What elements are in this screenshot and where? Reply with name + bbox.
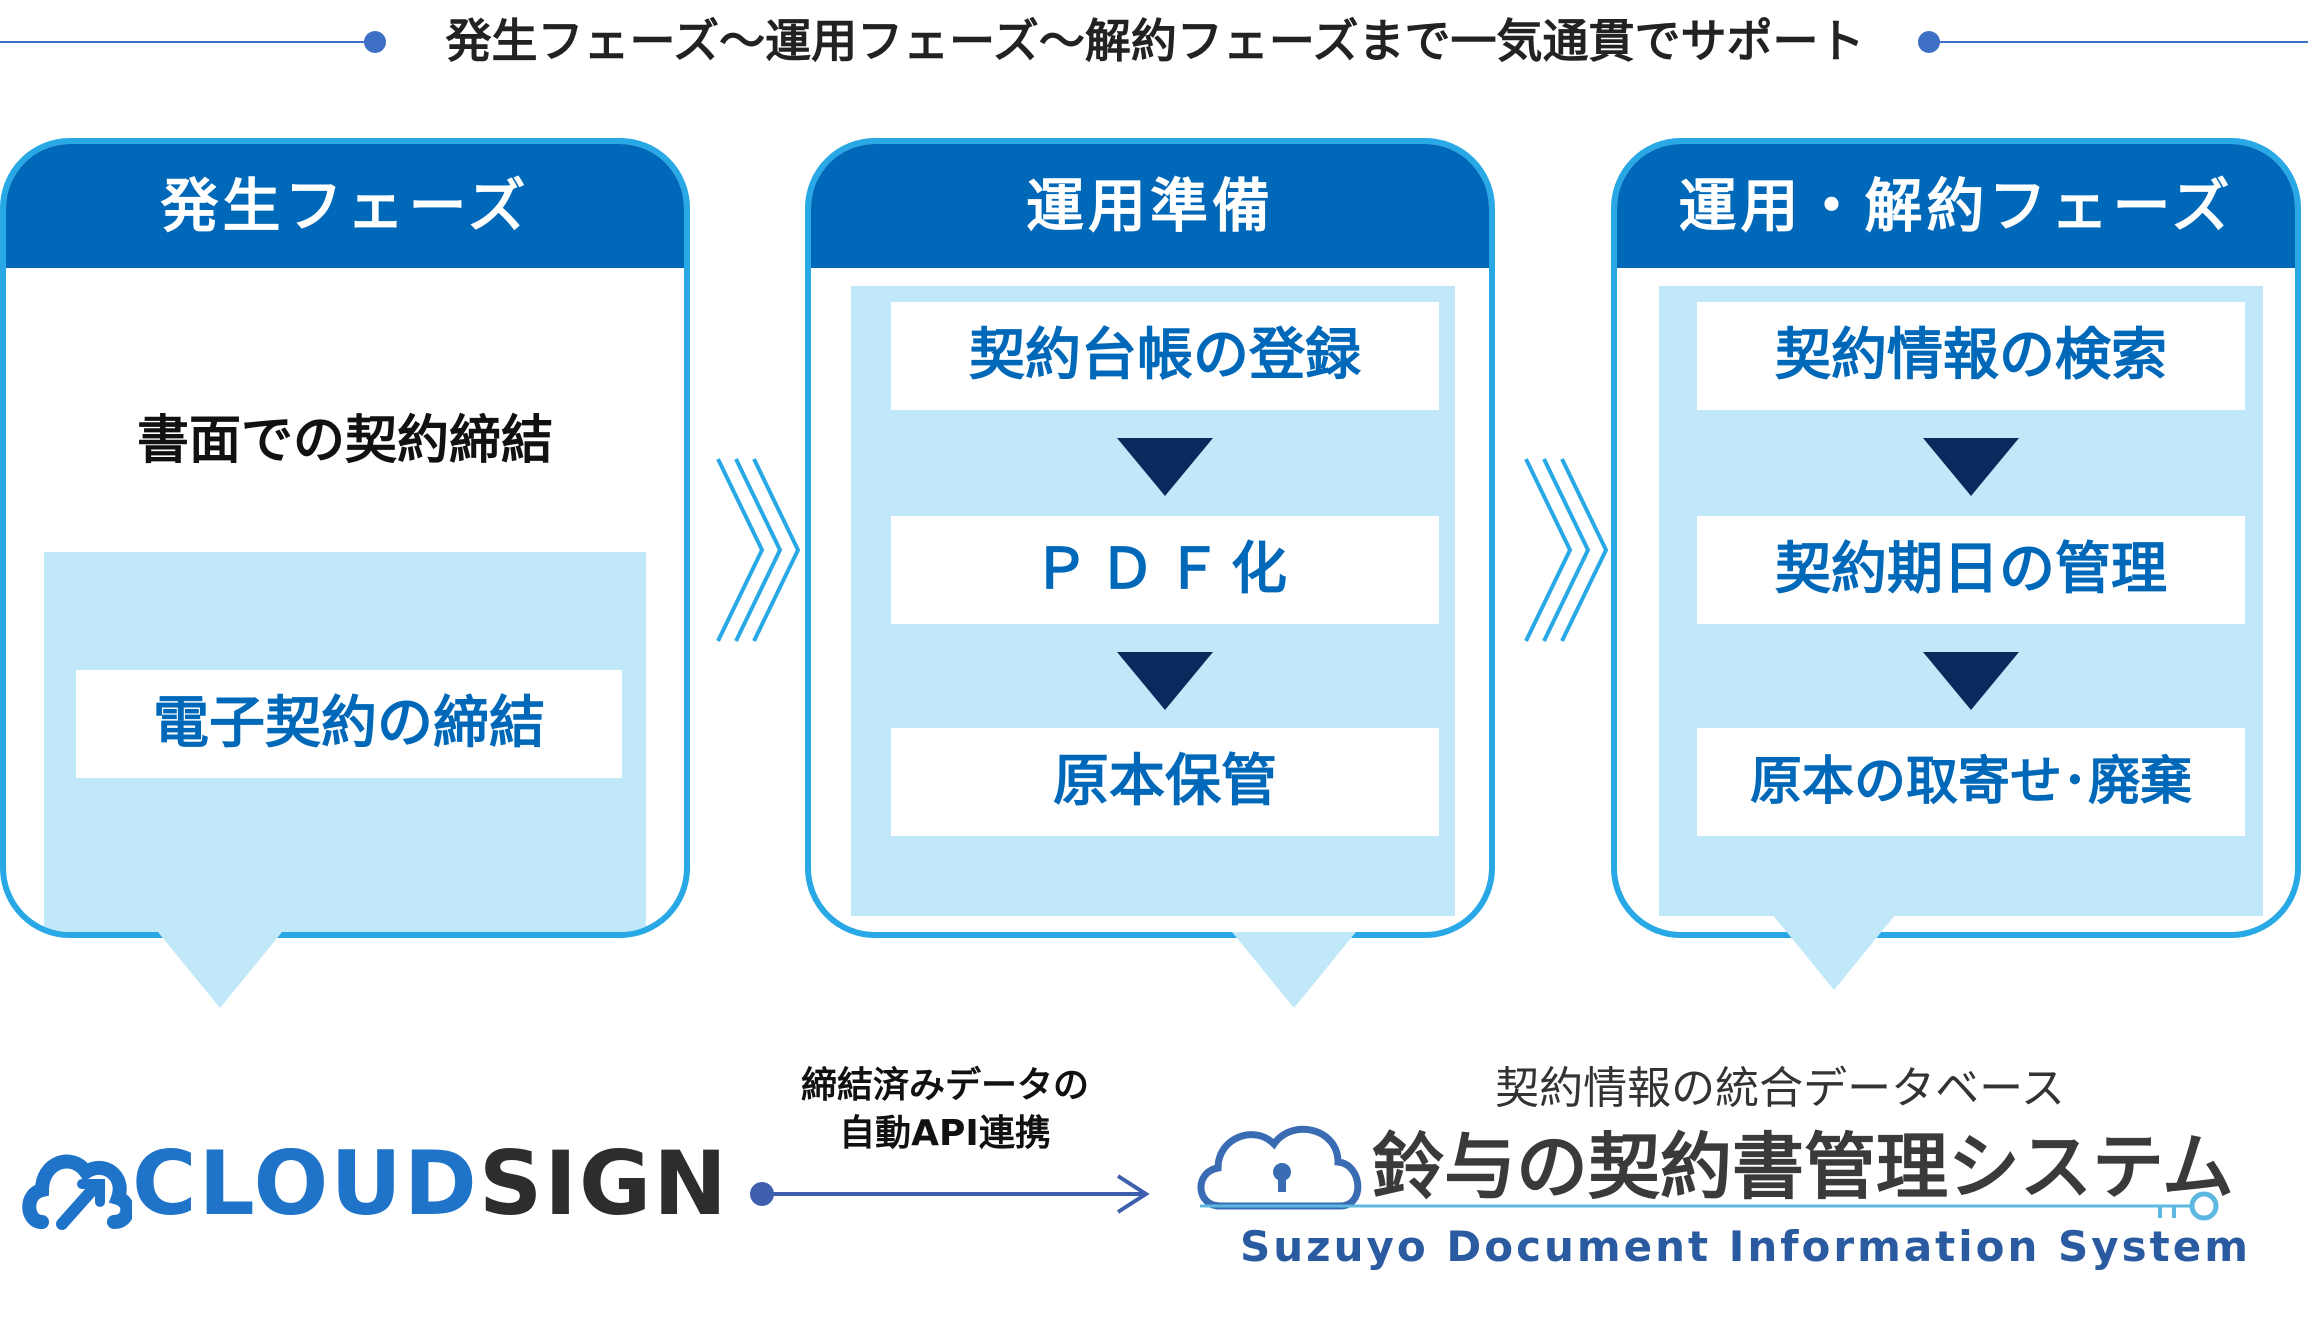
- header-line-right: [1930, 41, 2308, 43]
- phase-title: 運用準備: [811, 144, 1489, 268]
- phase-box-retrieve-dispose: 原本の取寄せ･廃棄: [1697, 728, 2245, 836]
- cloudsign-word-sign: SIGN: [478, 1132, 729, 1235]
- panel-pointer: [1772, 914, 1896, 990]
- header-title: 発生フェーズ〜運用フェーズ〜解約フェーズまで一気通貫でサポート: [445, 14, 1865, 68]
- triangle-down-icon: [1117, 652, 1213, 710]
- arrow-right-icon: [750, 1174, 1150, 1214]
- phase-box-electronic-contract: 電子契約の締結: [76, 670, 622, 778]
- cloud-lock-icon: [1197, 1125, 1362, 1210]
- phase-box-original-storage: 原本保管: [891, 728, 1439, 836]
- api-label-line1: 締結済みデータの: [800, 1065, 1089, 1106]
- phase-panel-preparation: 運用準備 契約台帳の登録 ＰＤＦ化 原本保管: [805, 138, 1495, 938]
- triangle-down-icon: [1923, 652, 2019, 710]
- header-dot-left: [364, 31, 386, 53]
- cloudsign-word-cloud: CLOUD: [132, 1132, 479, 1235]
- phase-title: 発生フェーズ: [6, 144, 684, 268]
- phase-box-contract-search: 契約情報の検索: [1697, 302, 2245, 410]
- phase-panel-operation-termination: 運用・解約フェーズ 契約情報の検索 契約期日の管理 原本の取寄せ･廃棄: [1611, 138, 2301, 938]
- api-label: 締結済みデータの 自動API連携: [740, 1062, 1150, 1158]
- phase-title: 運用・解約フェーズ: [1617, 144, 2295, 268]
- paper-contract-text: 書面での契約締結: [136, 411, 553, 471]
- header-dot-right: [1918, 31, 1940, 53]
- key-icon: [1200, 1191, 2219, 1221]
- phase-box-due-date-management: 契約期日の管理: [1697, 516, 2245, 624]
- system-name: 鈴与の契約書管理システム: [1372, 1125, 2234, 1209]
- chevron-right-icon: [1524, 458, 1609, 642]
- phase-box-ledger-registration: 契約台帳の登録: [891, 302, 1439, 410]
- triangle-down-icon: [1923, 438, 2019, 496]
- phase-panel-occurrence: 発生フェーズ 書面での契約締結 電子契約の締結: [0, 138, 690, 938]
- panel-pointer: [158, 932, 282, 1008]
- api-label-line2: 自動API連携: [839, 1113, 1051, 1154]
- phase-box-pdf: ＰＤＦ化: [891, 516, 1439, 624]
- system-subtitle: Suzuyo Document Information System: [1240, 1222, 2251, 1271]
- chevron-right-icon: [716, 458, 801, 642]
- panel-pointer: [1232, 932, 1356, 1008]
- database-label: 契約情報の統合データベース: [1495, 1063, 2065, 1114]
- cloudsign-logo-icon: [22, 1154, 132, 1230]
- header-line-left: [0, 41, 372, 43]
- cloudsign-wordmark: CLOUDSIGN: [132, 1132, 729, 1236]
- triangle-down-icon: [1117, 438, 1213, 496]
